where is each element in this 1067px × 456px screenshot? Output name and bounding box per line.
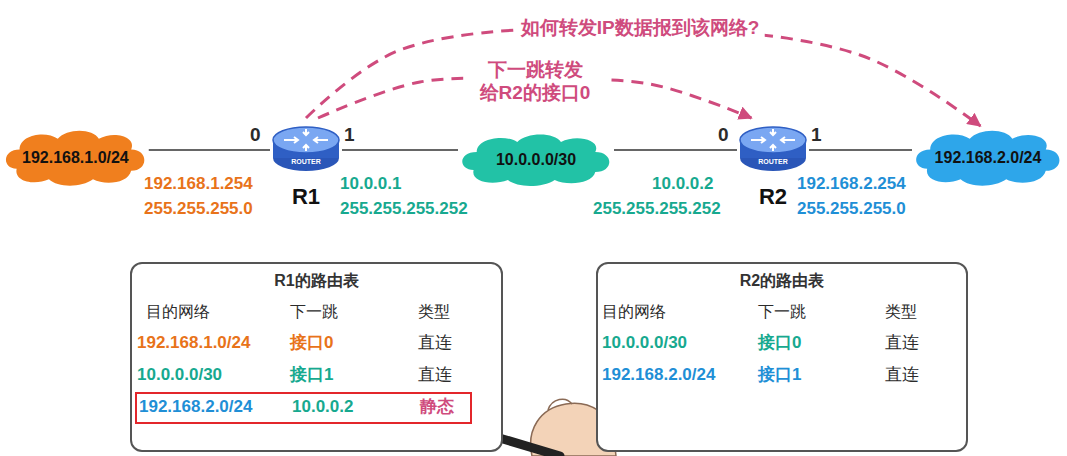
- link-line: [149, 149, 270, 151]
- edge-label: 下一跳转发 给R2的接口0: [464, 58, 607, 106]
- link-line: [342, 149, 458, 151]
- node-text: 10.0.0.0/30: [496, 150, 576, 169]
- forwarding-arrow: [306, 28, 980, 126]
- router-top: [740, 127, 806, 153]
- table-cell: 直连: [418, 365, 452, 385]
- router-arrow: [770, 145, 776, 151]
- router-arrow: [314, 137, 328, 143]
- node-text: R1的路由表: [132, 271, 501, 290]
- cloud-outline: [916, 131, 1059, 186]
- interface-number: 0: [718, 124, 729, 147]
- table-cell: 10.0.0.0/30: [137, 365, 222, 385]
- address-label: 255.255.255.252: [593, 199, 721, 219]
- highlight-row: 192.168.2.0/24 10.0.0.2 静态: [135, 392, 472, 424]
- icon-caption: ROUTER: [270, 158, 342, 166]
- interface-number: 1: [344, 124, 355, 147]
- address-label: 192.168.2.254: [797, 174, 906, 194]
- link-line: [614, 149, 737, 151]
- link-line: [809, 149, 912, 151]
- table-cell: 目的网络: [602, 302, 666, 321]
- table-cell: 类型: [418, 302, 450, 321]
- router-arrow: [770, 129, 776, 135]
- table-cell: 下一跳: [290, 302, 338, 321]
- address-label: 255.255.255.252: [340, 199, 468, 219]
- router-arrow: [751, 137, 765, 143]
- router-icon: [737, 118, 809, 180]
- table-cell: 接口0: [758, 333, 801, 353]
- table-cell: 10.0.0.0/30: [602, 333, 687, 353]
- table-cell: 直连: [418, 333, 452, 353]
- routing-table: R1的路由表 192.168.2.0/24 10.0.0.2 静态: [130, 262, 503, 452]
- node-text: 192.168.2.0/24: [139, 397, 252, 417]
- node-text: 192.168.1.0/24: [22, 148, 129, 167]
- network-cloud: 192.168.2.0/24: [912, 126, 1064, 190]
- edge-label: 如何转发IP数据报到该网络?: [516, 16, 765, 41]
- router-icon: [270, 118, 342, 180]
- router-top: [273, 127, 339, 153]
- routing-table: R2的路由表: [596, 262, 968, 452]
- node-text: 静态: [420, 397, 454, 417]
- router-arrow: [303, 129, 309, 135]
- node-text: 192.168.2.0/24: [935, 148, 1042, 167]
- network-cloud: 10.0.0.0/30: [458, 130, 614, 190]
- router-arrow: [303, 145, 309, 151]
- router-arrow: [781, 137, 795, 143]
- table-cell: 直连: [885, 333, 919, 353]
- icon-caption: ROUTER: [737, 158, 809, 166]
- table-cell: 192.168.1.0/24: [137, 333, 250, 353]
- node-text: 10.0.0.2: [292, 397, 353, 417]
- table-cell: 192.168.2.0/24: [602, 365, 715, 385]
- table-cell: 目的网络: [146, 302, 210, 321]
- address-label: 255.255.255.0: [797, 199, 906, 219]
- cloud-outline: [462, 135, 609, 187]
- node-text: R1: [270, 184, 342, 210]
- router-node: ROUTER R1: [270, 118, 342, 214]
- address-label: 192.168.1.254: [144, 174, 253, 194]
- network-cloud: 192.168.1.0/24: [2, 126, 149, 190]
- interface-number: 0: [250, 124, 261, 147]
- address-label: 255.255.255.0: [144, 199, 253, 219]
- finger: [548, 399, 572, 410]
- address-label: 10.0.0.1: [340, 174, 401, 194]
- table-cell: 接口0: [290, 333, 333, 353]
- table-cell: 类型: [885, 302, 917, 321]
- table-cell: 直连: [885, 365, 919, 385]
- node-text: R2的路由表: [598, 271, 966, 290]
- cloud-outline: [6, 131, 144, 186]
- address-label: 10.0.0.2: [652, 174, 713, 194]
- table-cell: 接口1: [758, 365, 801, 385]
- table-cell: 下一跳: [758, 302, 806, 321]
- interface-number: 1: [811, 124, 822, 147]
- router-arrow: [284, 137, 298, 143]
- table-cell: 接口1: [290, 365, 333, 385]
